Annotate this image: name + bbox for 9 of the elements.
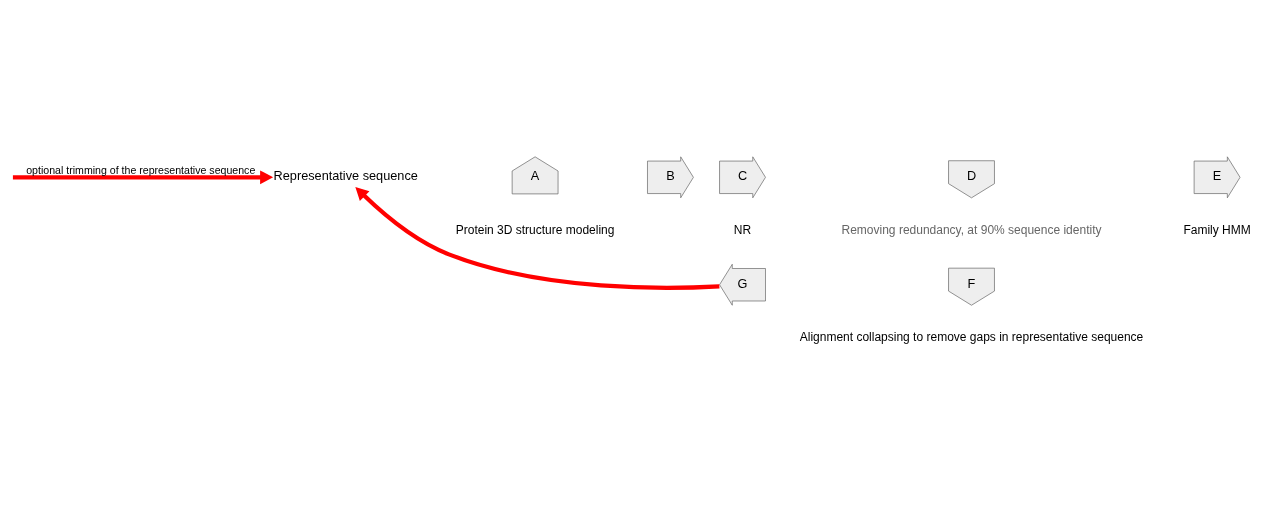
node-text: Representative sequence	[273, 168, 418, 184]
edge-label: optional trimming of the representative sequence	[26, 163, 256, 176]
arrow	[355, 186, 720, 290]
node-label: NR	[733, 222, 752, 237]
node-label: Protein 3D structure modeling	[455, 222, 615, 237]
node-label: Removing redundancy, at 90% sequence identity	[841, 222, 1102, 237]
node-label: Family HMM	[1183, 222, 1251, 237]
arrow	[12, 170, 274, 185]
node-label: Alignment collapsing to remove gaps in representative sequence	[799, 330, 1144, 345]
